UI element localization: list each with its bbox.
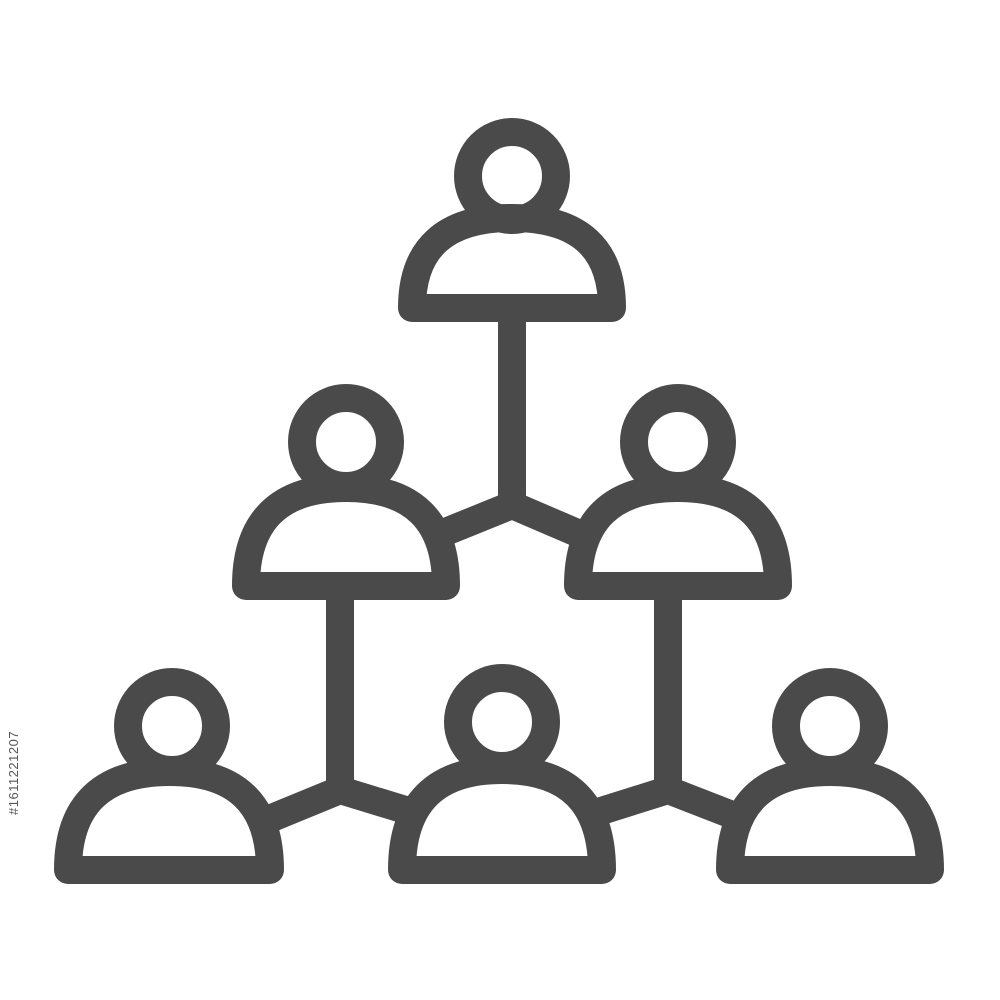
stock-id-label: #1611221207 [6,730,21,816]
person-middle-right-icon [564,384,792,600]
person-bottom-right-icon [716,668,944,884]
connector-left-bottomleft [248,776,354,836]
connector-lines [248,308,754,836]
person-top-icon [398,118,626,322]
connector-left-bottommid [326,776,426,826]
person-bottom-left-icon [54,668,284,884]
person-bottom-middle-icon [388,664,616,884]
connector-top-right [498,491,596,549]
person-middle-left-icon [232,384,460,600]
